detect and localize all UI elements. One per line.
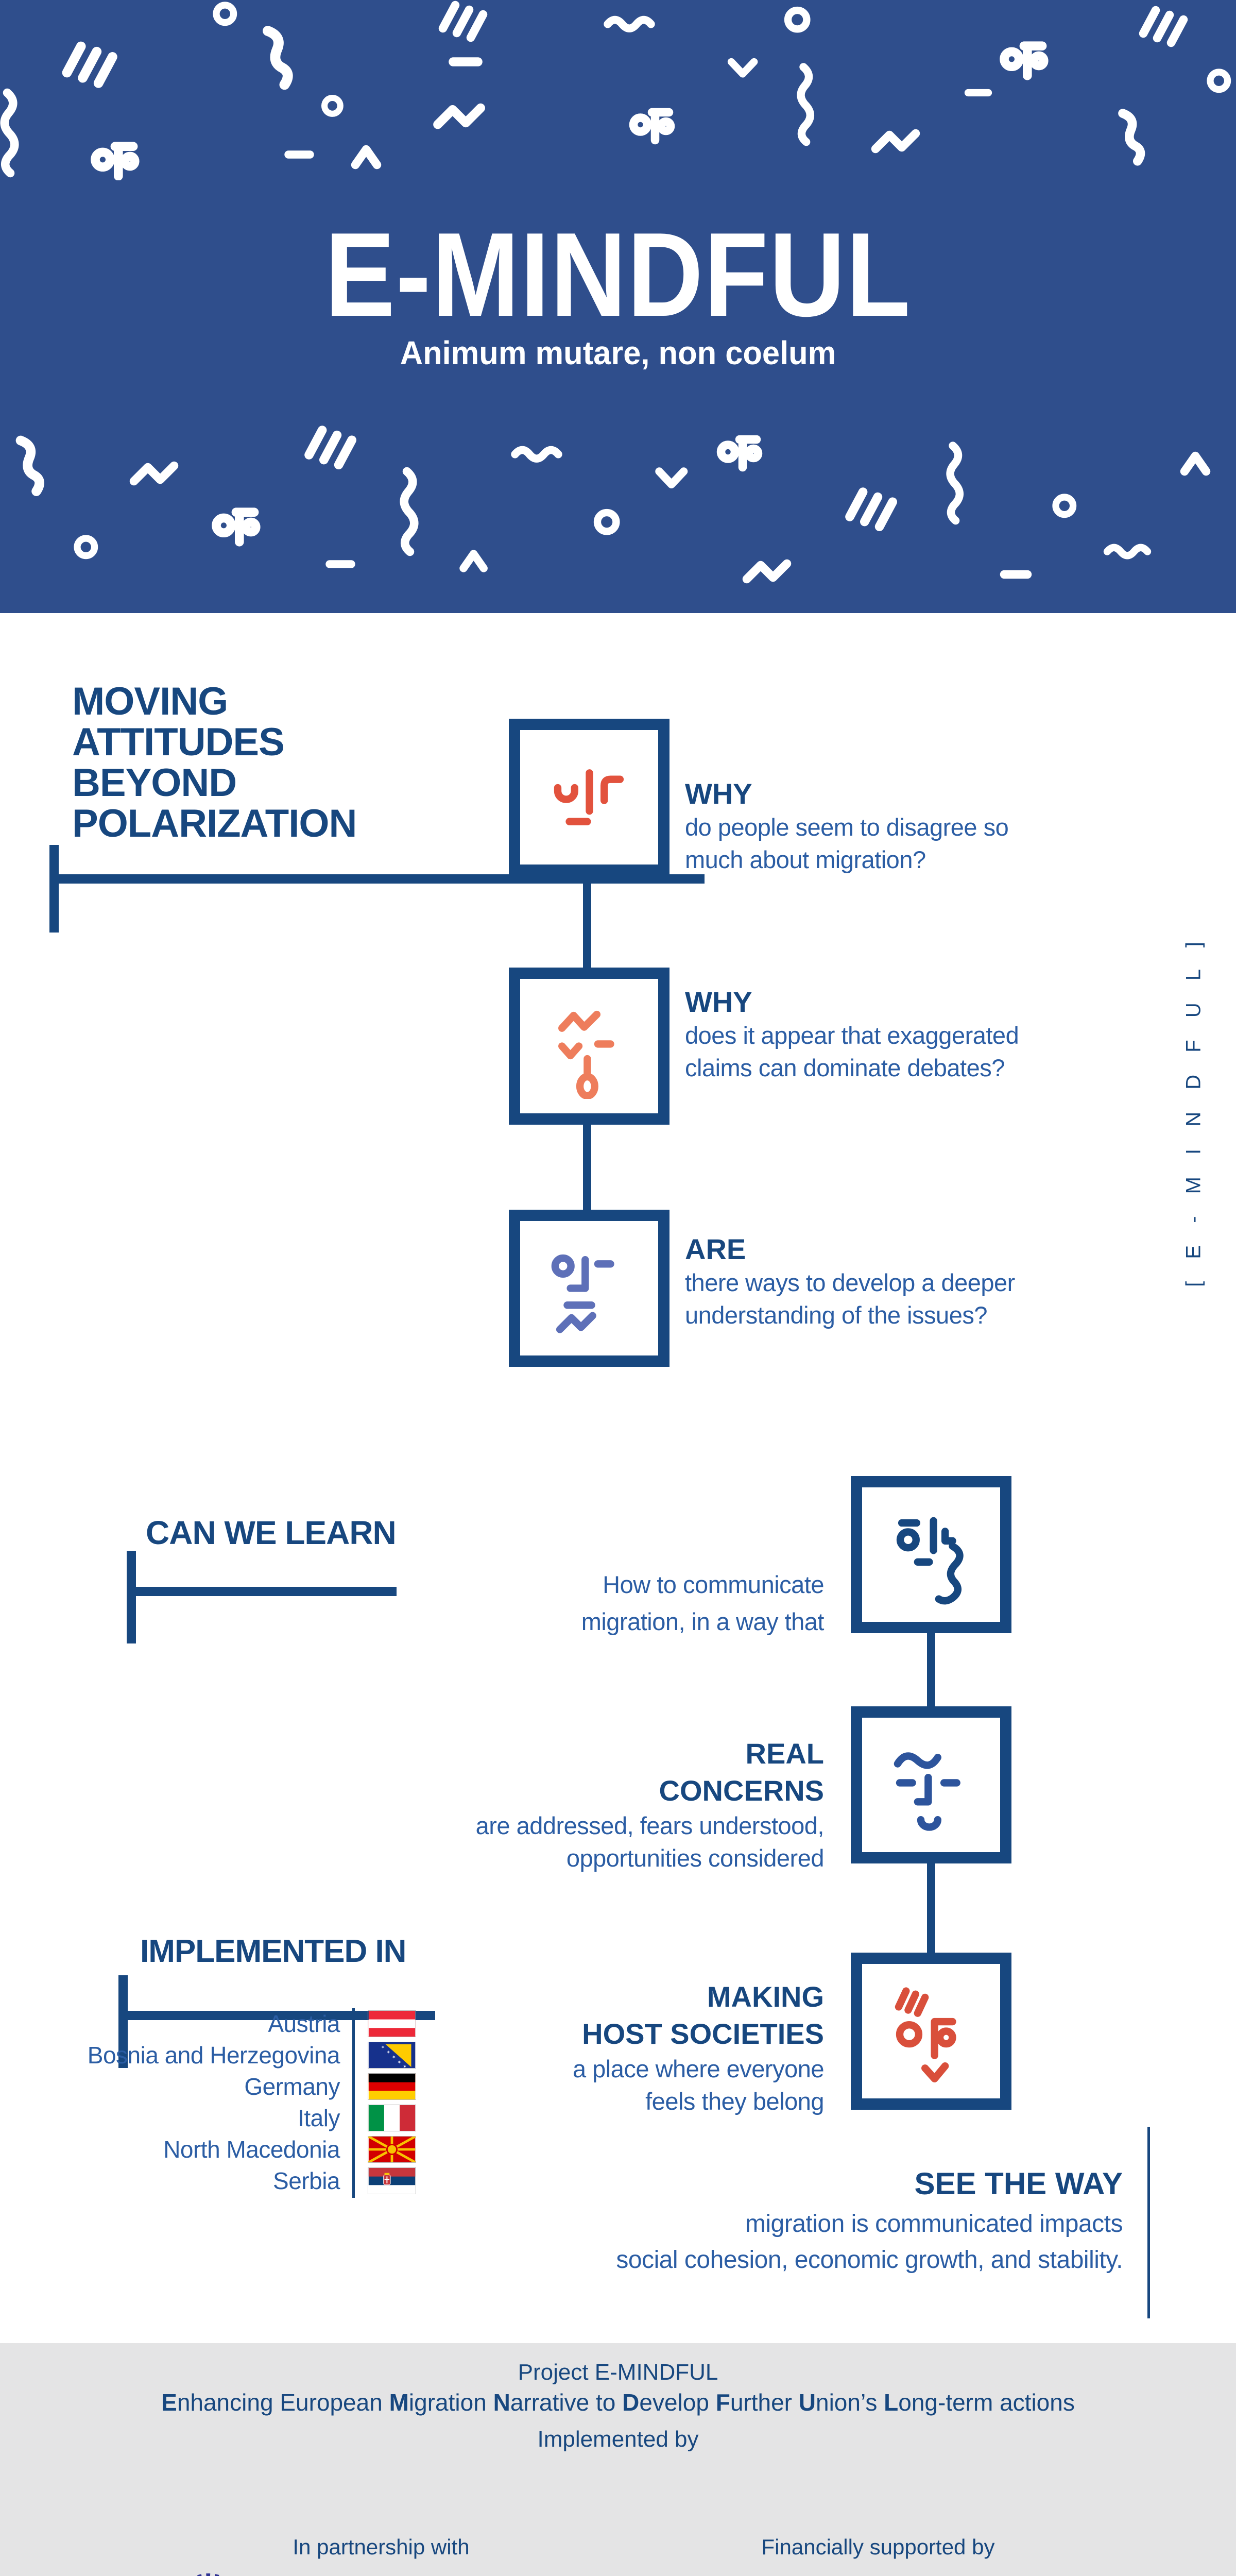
- confused-face-icon: [554, 769, 624, 825]
- face-box-understanding: [509, 1210, 670, 1367]
- country-label: Bosnia and Herzegovina: [87, 2042, 340, 2069]
- face-box-host-societies: [851, 1953, 1011, 2110]
- listening-face-icon: [896, 1517, 964, 1605]
- svg-text:✶: ✶: [403, 2064, 406, 2069]
- bracket-tick: [118, 1975, 128, 2068]
- flag-italy: [368, 2105, 416, 2131]
- skeptical-face-icon: [558, 1010, 614, 1099]
- page-title: E-MINDFUL: [324, 208, 912, 342]
- footer-project-title: Project E-MINDFUL: [518, 2360, 718, 2385]
- country-list: Austria Bosnia and Herzegovina Germany I…: [0, 2008, 340, 2197]
- thoughtful-face-icon: [551, 1254, 614, 1333]
- footer: Project E-MINDFUL Enhancing European Mig…: [0, 2343, 1236, 2576]
- country-label: Germany: [244, 2073, 340, 2100]
- face-box-real-concerns: [851, 1706, 1011, 1863]
- flag-germany: [368, 2073, 416, 2100]
- flag-column: ✶✶✶✶✶: [368, 2010, 416, 2199]
- see-the-way-text: SEE THE WAY migration is communicated im…: [616, 2166, 1123, 2274]
- bracket-line: [127, 1587, 397, 1596]
- calm-face-icon: [894, 1752, 960, 1831]
- bracket-tick: [127, 1551, 136, 1643]
- ilo-logo-icon: ILO: [195, 2573, 222, 2576]
- connector-line: [583, 1125, 591, 1210]
- bracket-line: [118, 2011, 435, 2020]
- flag-austria: [368, 2010, 416, 2037]
- country-label: North Macedonia: [163, 2136, 340, 2163]
- financial-label: Financially supported by: [761, 2535, 995, 2559]
- welcoming-face-icon: [895, 1987, 956, 2082]
- face-box-exaggerated: [509, 968, 670, 1125]
- doodle-pattern-top: [0, 0, 1236, 180]
- flag-north-macedonia: [368, 2136, 416, 2163]
- section-heading-moving: MOVING ATTITUDES BEYOND POLARIZATION: [72, 680, 357, 845]
- implemented-by-label: Implemented by: [537, 2427, 699, 2452]
- flag-serbia: [368, 2167, 416, 2194]
- section-heading-learn: CAN WE LEARN: [146, 1514, 397, 1551]
- country-label: Italy: [298, 2105, 340, 2131]
- country-label: Austria: [268, 2010, 340, 2037]
- country-label: Serbia: [273, 2167, 340, 2194]
- flag-divider-line: [352, 2008, 355, 2198]
- side-rule: [1147, 2127, 1150, 2318]
- page-subtitle: Animum mutare, non coelum: [400, 334, 836, 371]
- partnership-label: In partnership with: [293, 2535, 470, 2559]
- face-box-disagree: [509, 719, 670, 876]
- face-box-communicate: [851, 1476, 1011, 1633]
- svg-text:✶: ✶: [392, 2055, 396, 2060]
- footer-acronym-line: Enhancing European Migration Narrative t…: [161, 2389, 1075, 2416]
- hero-banner: E-MINDFUL Animum mutare, non coelum: [0, 0, 1236, 613]
- connector-line: [583, 876, 591, 968]
- doodle-pattern-bottom: [0, 410, 1236, 613]
- side-vertical-label: [ E - M I N D F U L ]: [1182, 934, 1205, 1287]
- section-heading-implemented: IMPLEMENTED IN: [140, 1934, 406, 1969]
- bracket-tick: [49, 845, 59, 933]
- eui-arch-icon: [398, 2569, 458, 2576]
- svg-text:✶: ✶: [387, 2049, 390, 2055]
- connector-line: [927, 1633, 935, 1706]
- svg-text:✶: ✶: [381, 2045, 385, 2050]
- bracket-line: [49, 874, 705, 884]
- svg-text:✶: ✶: [398, 2059, 401, 2064]
- flag-bosnia-herzegovina: ✶✶✶✶✶: [368, 2042, 416, 2069]
- connector-line: [927, 1863, 935, 1953]
